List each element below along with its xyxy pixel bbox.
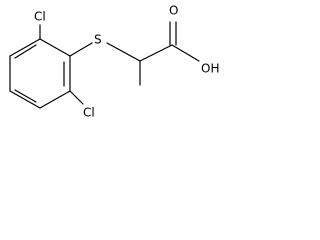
ring-bond bbox=[39, 90, 71, 109]
ring-bond bbox=[9, 38, 41, 57]
bond-ring-s bbox=[69, 42, 93, 57]
chlorine-bottom-label: Cl bbox=[83, 106, 95, 120]
ring-double-bond bbox=[14, 44, 37, 59]
chemical-structure: Cl Cl S O OH bbox=[9, 4, 219, 120]
bond-ch-carboxyl bbox=[139, 44, 173, 62]
ring-double-bond bbox=[14, 89, 37, 103]
sulfur-label: S bbox=[94, 33, 102, 47]
ring-bond bbox=[9, 90, 41, 109]
bond-s-ch bbox=[106, 42, 141, 62]
chlorine-top-label: Cl bbox=[34, 10, 46, 24]
hydroxyl-label: OH bbox=[201, 62, 219, 76]
bond-ring-cl-bottom bbox=[69, 90, 84, 105]
benzene-ring bbox=[9, 38, 71, 109]
carbonyl-oxygen-label: O bbox=[169, 4, 178, 18]
bond-c-oh bbox=[171, 44, 200, 62]
ring-bond bbox=[39, 38, 71, 57]
